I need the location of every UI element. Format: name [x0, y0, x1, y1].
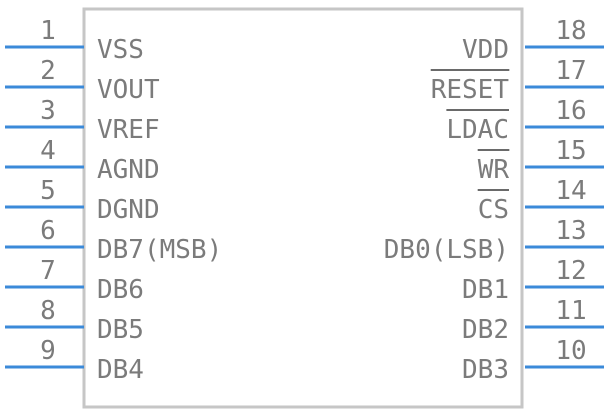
pin-label-reset: RESET: [431, 75, 510, 105]
pin-label-agnd: AGND: [97, 155, 160, 185]
pin-number-10: 10: [555, 336, 586, 366]
pin-number-14: 14: [555, 176, 586, 206]
pin-label-vss: VSS: [97, 35, 144, 65]
pin-label-db1: DB1: [462, 275, 509, 305]
pin-label-vref: VREF: [97, 115, 160, 145]
pin-label-db7-msb: DB7(MSB): [97, 235, 222, 265]
pin-label-db0-lsb: DB0(LSB): [384, 235, 509, 265]
pin-number-5: 5: [40, 176, 56, 206]
pin-label-dgnd: DGND: [97, 195, 160, 225]
pin-number-3: 3: [40, 96, 56, 126]
pin-number-9: 9: [40, 336, 56, 366]
pin-number-7: 7: [40, 256, 56, 286]
pin-number-6: 6: [40, 216, 56, 246]
pin-label-vout: VOUT: [97, 75, 160, 105]
pin-label-cs: CS: [478, 195, 509, 225]
pin-label-wr: WR: [478, 155, 510, 185]
pin-label-db6: DB6: [97, 275, 144, 305]
pin-number-12: 12: [555, 256, 586, 286]
pin-number-16: 16: [555, 96, 586, 126]
pin-number-1: 1: [40, 16, 56, 46]
pin-label-vdd: VDD: [462, 35, 509, 65]
pin-label-db3: DB3: [462, 355, 509, 385]
pin-number-18: 18: [555, 16, 586, 46]
pin-number-4: 4: [40, 136, 56, 166]
pin-label-ldac: LDAC: [446, 115, 509, 145]
pin-number-2: 2: [40, 56, 56, 86]
pin-number-17: 17: [555, 56, 586, 86]
pin-label-db4: DB4: [97, 355, 144, 385]
pin-number-15: 15: [555, 136, 586, 166]
pin-number-11: 11: [555, 296, 586, 326]
pin-number-13: 13: [555, 216, 586, 246]
pin-label-db5: DB5: [97, 315, 144, 345]
pin-number-8: 8: [40, 296, 56, 326]
pin-label-db2: DB2: [462, 315, 509, 345]
